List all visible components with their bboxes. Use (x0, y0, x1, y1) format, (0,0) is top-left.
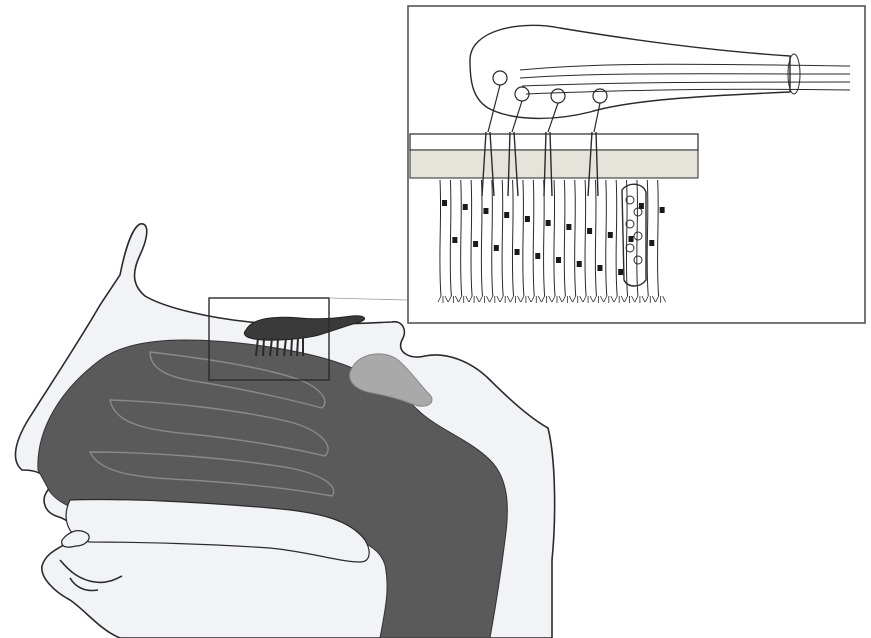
cell-nucleus (587, 228, 592, 234)
olfactory-epithelium-inset (408, 6, 865, 323)
cell-nucleus (597, 265, 602, 271)
inset-cribriform-plate (410, 134, 698, 178)
callout-line (329, 298, 408, 300)
cell-nucleus (452, 237, 457, 243)
cell-nucleus (473, 241, 478, 247)
cell-nucleus (566, 224, 571, 230)
cell-nucleus (608, 232, 613, 238)
cell-nucleus (660, 207, 665, 213)
cell-nucleus (504, 212, 509, 218)
cell-nucleus (442, 200, 447, 206)
cell-nucleus (483, 208, 488, 214)
cell-nucleus (515, 249, 520, 255)
cell-nucleus (618, 269, 623, 275)
cell-nucleus (629, 236, 634, 242)
cell-nucleus (546, 220, 551, 226)
cell-nucleus (535, 253, 540, 259)
cell-nucleus (525, 216, 530, 222)
cell-nucleus (577, 261, 582, 267)
cell-nucleus (556, 257, 561, 263)
cell-nucleus (649, 240, 654, 246)
cell-nucleus (463, 204, 468, 210)
cell-nucleus (494, 245, 499, 251)
